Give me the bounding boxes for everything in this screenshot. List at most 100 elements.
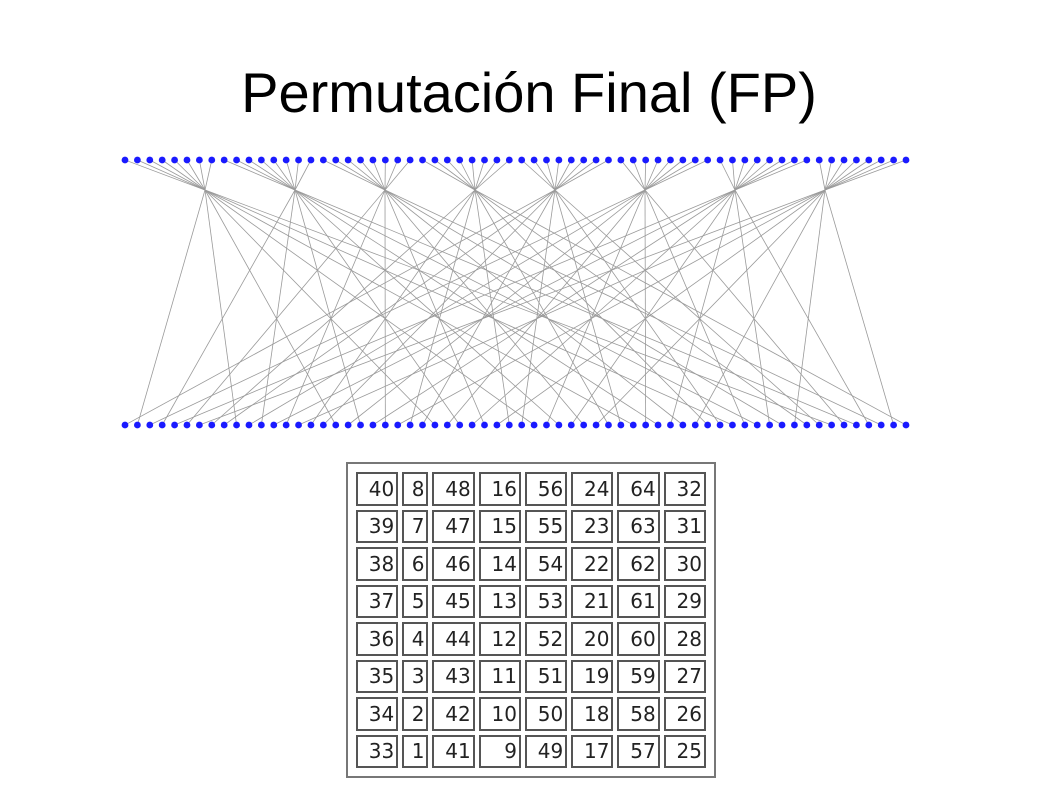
connection-line [198,159,206,191]
bit-node [146,156,154,164]
table-cell: 9 [478,734,521,768]
bit-node [530,421,538,429]
connection-line [384,189,485,426]
table-cell: 59 [617,659,660,693]
bit-node [654,421,662,429]
table-cell: 61 [617,584,660,618]
bit-node [257,156,265,164]
bit-node [369,421,377,429]
bit-node [394,156,402,164]
connection-line [294,189,461,426]
bit-node [530,156,538,164]
connection-line [204,189,733,426]
connection-line [137,189,206,426]
table-cell: 27 [663,659,706,693]
bit-node [629,156,637,164]
bit-node [567,156,575,164]
connection-line [554,159,584,191]
bit-node [171,156,178,164]
bit-node [815,421,823,429]
bit-node [617,421,625,429]
connection-line [124,189,556,426]
connection-line [474,189,609,426]
bit-node [121,421,129,429]
bit-node [381,421,389,429]
table-cell: 25 [663,734,706,768]
bit-node [344,156,352,164]
table-cell: 24 [571,472,614,506]
table-cell: 62 [617,547,660,581]
connection-line [204,189,634,426]
bit-node [220,421,228,429]
connection-line [248,159,296,191]
bit-node [344,421,352,429]
bit-node [840,421,848,429]
table-cell: 5 [402,584,429,618]
table-cell: 23 [571,509,614,543]
bit-node [580,156,588,164]
bit-node [133,421,141,429]
bit-node [729,421,736,429]
bit-node [642,156,650,164]
connection-line [384,189,882,426]
bit-node [307,156,315,164]
bit-node [493,156,501,164]
connection-line [474,159,498,191]
connection-line [521,159,556,191]
bit-node [245,421,253,429]
connection-line [474,189,708,426]
connection-line [384,159,411,191]
connection-line [260,189,296,426]
bit-node [853,156,860,164]
table-cell: 32 [663,472,706,506]
connection-line [204,159,213,191]
bit-node [704,156,712,164]
connection-line [224,159,296,191]
connection-line [294,189,659,426]
bit-node [357,156,364,164]
bit-node [791,156,798,164]
bit-node [902,421,910,429]
connection-line [211,189,476,426]
table-cell: 10 [478,697,521,731]
bit-node [679,156,687,164]
bit-node [518,421,526,429]
connection-line [323,189,556,426]
bit-node [567,421,575,429]
bit-node [828,421,836,429]
slide-title: Permutación Final (FP) [241,61,817,124]
connection-line [818,159,826,191]
bit-node [753,421,761,429]
table-cell: 34 [356,697,399,731]
connection-line [294,189,857,426]
connection-line [474,189,907,426]
connection-line [204,189,436,426]
table-cell: 6 [402,547,429,581]
connection-line [294,189,361,426]
connection-line [186,159,206,191]
connection-line [298,189,826,426]
connection-line [434,159,476,191]
table-cell: 36 [356,622,399,656]
connection-line [824,159,845,191]
table-cell: 1 [402,734,429,768]
bit-node [667,421,674,429]
connection-line [397,189,826,426]
bit-node [481,421,488,429]
table-cell: 31 [663,509,706,543]
table-cell: 18 [571,697,614,731]
bit-node [295,421,302,429]
bit-node [505,421,513,429]
bit-node [307,421,315,429]
bit-node [716,421,724,429]
connection-line [620,159,646,191]
connection-line [124,159,206,191]
table-cell: 16 [478,472,521,506]
connection-line [294,189,758,426]
connection-lines [124,159,907,426]
table-cell: 45 [432,584,475,618]
